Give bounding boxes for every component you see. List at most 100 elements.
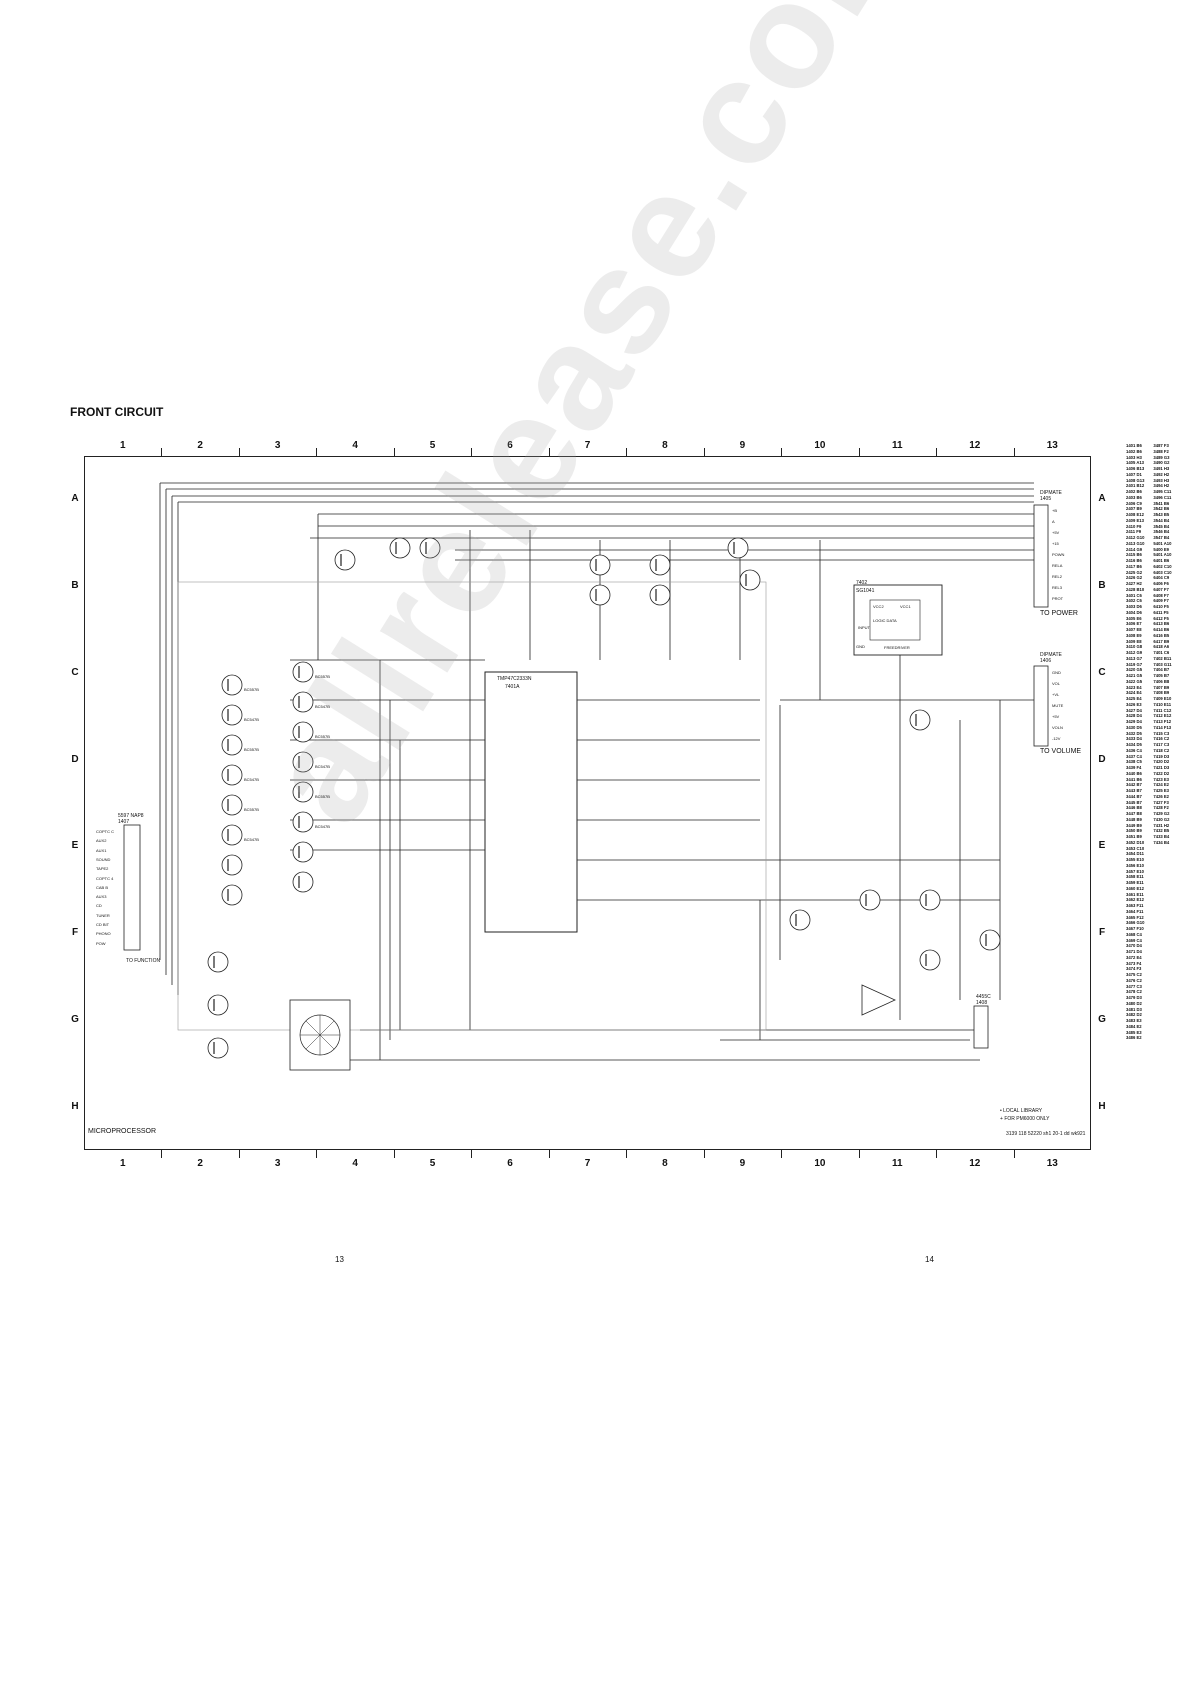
reference-entry: 7424 E2 [1153, 782, 1170, 788]
reference-entry: 7419 D3 [1153, 753, 1170, 759]
reference-entry: 3466 G10 [1126, 920, 1145, 926]
reference-entry: 2427 H2 [1126, 581, 1142, 586]
reference-entry: 7430 G2 [1153, 816, 1170, 822]
reference-entry: 3486 E2 [1126, 1035, 1142, 1041]
grid-tick [548, 448, 550, 456]
reference-entry: 2428 B10 [1126, 586, 1145, 592]
grid-tick [316, 448, 318, 456]
reference-entry: 7422 D2 [1153, 770, 1170, 776]
reference-entry: 3494 H2 [1153, 483, 1170, 489]
transistor-symbol [292, 841, 314, 863]
left-connector-pin: TUNER [96, 912, 110, 918]
reference-entry: 3421 G5 [1126, 673, 1143, 678]
reference-entry: 2408 E12 [1126, 512, 1144, 517]
reference-entry: 3443 B7 [1126, 788, 1142, 793]
column-label-bottom-10: 10 [814, 1158, 826, 1169]
reference-entry: 3461 E11 [1126, 891, 1144, 897]
transistor-part-label: BC557B [244, 747, 259, 752]
motor-vcc1: VCC1 [900, 604, 911, 609]
reference-entry: 3491 H3 [1153, 466, 1170, 471]
column-label-top-3: 3 [274, 440, 281, 451]
reference-entry: 3408 E9 [1126, 632, 1142, 638]
reference-entry: 3413 G7 [1126, 655, 1143, 661]
reference-entry: 7414 F13 [1153, 724, 1172, 730]
reference-entry: 3542 B6 [1153, 506, 1170, 512]
column-label-bottom-3: 3 [274, 1158, 281, 1169]
reference-entry: 2402 B6 [1126, 489, 1142, 494]
reference-entry: 3495 C11 [1153, 489, 1172, 494]
volume-connector-pin: +VL [1052, 692, 1060, 697]
reference-entry: 6406 F6 [1153, 581, 1169, 586]
row-label-left-C: C [71, 666, 79, 678]
reference-entry: 7406 B8 [1153, 678, 1170, 684]
reference-entry: 6407 F7 [1153, 586, 1169, 592]
reference-entry: 3488 F2 [1153, 448, 1169, 454]
power-connector-pin: +5V [1052, 530, 1060, 535]
reference-entry: 3472 E4 [1126, 954, 1142, 960]
reference-entry: 3470 D4 [1126, 943, 1142, 949]
column-label-top-8: 8 [662, 440, 668, 451]
reference-entry: 7401 C6 [1153, 650, 1170, 655]
reference-entry: 3547 B4 [1153, 535, 1170, 540]
column-label-bottom-11: 11 [892, 1158, 903, 1169]
transistor-part-label: BC557B [315, 734, 330, 739]
reference-entry: 3422 G5 [1126, 678, 1143, 684]
reference-entry: 7417 C3 [1153, 742, 1170, 747]
reference-entry: 3427 D4 [1126, 707, 1142, 713]
reference-entry: 7415 C3 [1153, 730, 1170, 736]
reference-entry: 3436 C4 [1126, 747, 1142, 753]
reference-entry: 3457 E10 [1126, 868, 1144, 874]
reference-entry: 3460 E12 [1126, 885, 1144, 891]
column-label-bottom-2: 2 [197, 1158, 203, 1169]
motor-input: INPUT [858, 625, 870, 630]
left-connector-pin: SOUND [96, 856, 111, 862]
power-connector-pin: A [1052, 519, 1055, 524]
reference-entry: 3446 B8 [1126, 805, 1142, 811]
transistor-symbol [207, 994, 229, 1016]
reference-entry: 3445 B7 [1126, 799, 1142, 805]
reference-entry: 3447 B8 [1126, 811, 1142, 816]
transistor-symbol [292, 781, 314, 803]
reference-entry: 6404 C9 [1153, 575, 1170, 581]
reference-entry: 3452 D10 [1126, 839, 1145, 845]
row-label-right-G: G [1098, 1013, 1106, 1025]
bottom-connector [973, 1005, 989, 1049]
row-label-left-A: A [71, 493, 79, 505]
reference-entry: 3496 C11 [1153, 494, 1172, 500]
reference-entry: 7433 B4 [1153, 834, 1170, 839]
volume-connector-pin: -12V [1052, 736, 1061, 741]
reference-entry: 3433 D4 [1126, 736, 1142, 742]
power-connector-pin: REL2 [1052, 574, 1063, 579]
column-label-top-1: 1 [119, 440, 126, 451]
reference-entry: 3462 E12 [1126, 897, 1144, 903]
reference-entry: 7426 E2 [1153, 793, 1170, 799]
reference-entry: 3404 D6 [1126, 609, 1142, 615]
transistor-symbol [221, 764, 243, 786]
left-connector-pin: CAB B [96, 884, 109, 890]
column-label-bottom-8: 8 [662, 1158, 668, 1169]
reference-entry: 3476 C2 [1126, 977, 1142, 983]
reference-entry: 3405 E6 [1126, 615, 1142, 621]
motor-gnd: GND [856, 644, 865, 649]
reference-entry: 3543 B5 [1153, 512, 1170, 517]
page-number-right: 14 [925, 1255, 934, 1264]
reference-entry: 3479 D3 [1126, 995, 1142, 1000]
reference-entry: 5401 A10 [1153, 552, 1172, 558]
power-connector-pin: REL3 [1052, 585, 1063, 590]
transistor-symbol [389, 537, 411, 559]
left-connector-pin: POW [96, 940, 106, 946]
transistor-symbol [419, 537, 441, 559]
reference-entry: 3492 H2 [1153, 471, 1170, 477]
volume-connector-pin: VOLN [1052, 725, 1063, 730]
reference-entry: 6410 F5 [1153, 604, 1169, 609]
transistor-symbol [739, 569, 761, 591]
left-connector-pin: AUX3 [96, 894, 107, 900]
transistor-symbol [589, 584, 611, 606]
reference-entry: 3546 B4 [1153, 529, 1170, 535]
row-label-right-H: H [1098, 1100, 1106, 1112]
reference-entry: 1401 B6 [1126, 443, 1142, 448]
reference-entry: 3402 C6 [1126, 598, 1142, 604]
reference-entry: 3467 F10 [1126, 926, 1144, 931]
reference-entry: 2415 B6 [1126, 552, 1142, 558]
